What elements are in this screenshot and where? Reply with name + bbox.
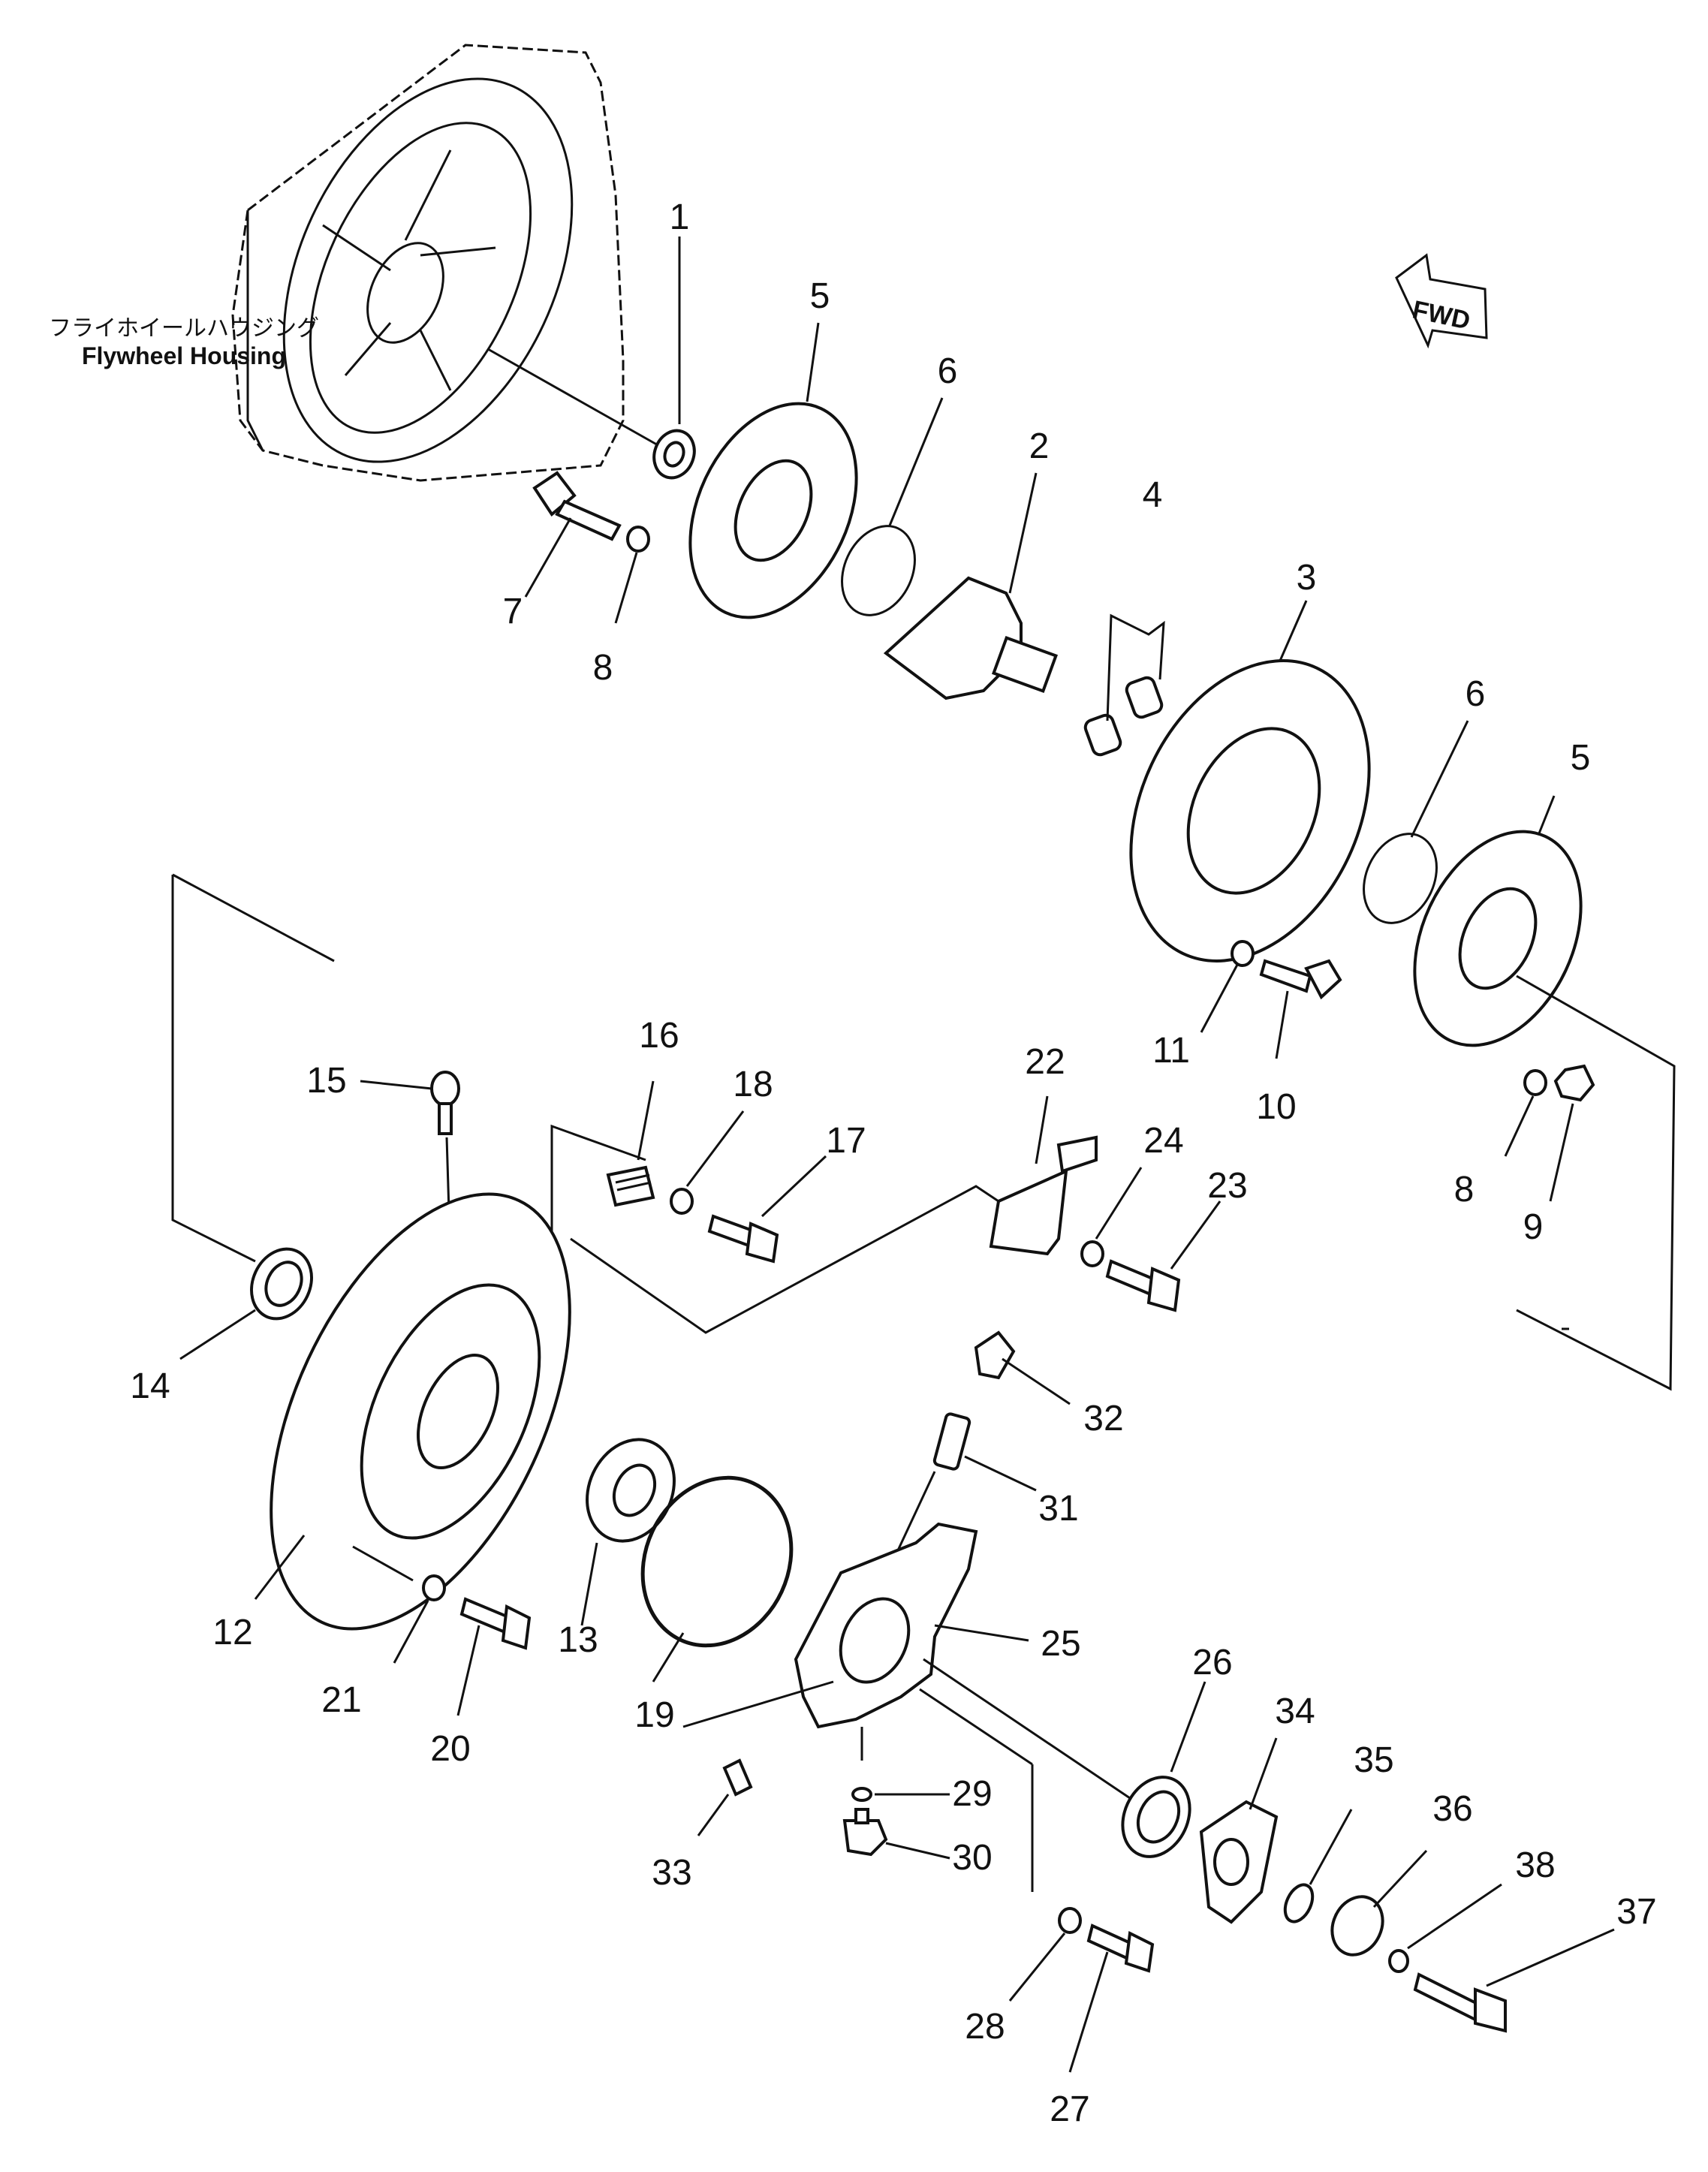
callout-35: 35	[1354, 1740, 1393, 1780]
callout-6: 6	[1466, 674, 1486, 714]
callout-18: 18	[733, 1065, 773, 1104]
callout-29: 29	[952, 1774, 992, 1814]
part-25-pump-body	[794, 1522, 978, 1729]
part-18-washer	[670, 1188, 694, 1215]
callout-38: 38	[1515, 1845, 1555, 1885]
part-21-washer	[422, 1574, 446, 1601]
callout-14: 14	[130, 1366, 170, 1406]
part-15-eye-bolt	[430, 1071, 460, 1135]
part-35-o-ring	[1283, 1883, 1315, 1923]
callout-8: 8	[1454, 1170, 1475, 1210]
part-13-bearing	[586, 1438, 676, 1543]
part-36-cap	[1330, 1895, 1384, 1957]
part-2-coupling	[883, 576, 1059, 700]
part-28-washer	[1058, 1907, 1082, 1934]
callout-20: 20	[430, 1729, 470, 1769]
callout-9: 9	[1523, 1207, 1544, 1247]
callout-11: 11	[1152, 1031, 1190, 1071]
callout-12: 12	[212, 1613, 252, 1652]
flywheel-housing	[231, 44, 625, 482]
callout-33: 33	[652, 1853, 691, 1893]
callout-10: 10	[1256, 1087, 1296, 1127]
callout-19: 19	[634, 1695, 674, 1735]
part-16-shims	[606, 1165, 655, 1207]
callout-17: 17	[826, 1121, 866, 1161]
part-4-pins	[1083, 676, 1164, 757]
part-38-washer	[1388, 1949, 1409, 1973]
part-12-clutch-housing	[270, 1192, 571, 1631]
part-6-ring-right	[1363, 833, 1438, 924]
part-27-bolt	[1086, 1923, 1155, 1973]
housing-label-jp: フライホイールハウジング	[49, 316, 319, 341]
part-29-o-ring	[851, 1787, 872, 1802]
callout-26: 26	[1192, 1643, 1232, 1682]
fwd-arrow: FWD	[1395, 253, 1488, 349]
part-19-o-ring	[640, 1475, 794, 1648]
part-6-ring-upper	[841, 525, 916, 616]
part-20-bolt	[459, 1597, 532, 1650]
part-8-washer-upper	[626, 526, 650, 553]
callout-8: 8	[593, 648, 613, 688]
part-5-plate-right	[1413, 830, 1583, 1047]
callout-7: 7	[503, 592, 523, 631]
part-7-bolt	[532, 471, 622, 541]
part-5-plate-upper	[688, 402, 858, 619]
callout-25: 25	[1041, 1624, 1080, 1664]
callout-21: 21	[321, 1680, 361, 1720]
part-14-bearing	[250, 1247, 313, 1321]
part-1-bearing	[652, 429, 696, 480]
callout-6: 6	[938, 351, 958, 391]
callout-2: 2	[1029, 426, 1050, 466]
callout-5: 5	[810, 276, 830, 316]
part-11-washer	[1231, 940, 1255, 967]
part-33-plug	[722, 1758, 753, 1797]
callout-24: 24	[1143, 1121, 1183, 1161]
callout-4: 4	[1143, 475, 1163, 515]
callout-1: 1	[670, 197, 690, 237]
callout-28: 28	[965, 2007, 1005, 2047]
callout-27: 27	[1050, 2089, 1089, 2129]
callout-16: 16	[639, 1016, 679, 1056]
part-8-washer-right	[1523, 1069, 1547, 1096]
callout-15: 15	[306, 1061, 346, 1101]
part-10-bolt	[1259, 959, 1342, 1000]
part-37-bolt	[1413, 1972, 1507, 2033]
callout-32: 32	[1083, 1399, 1123, 1438]
part-30-drain-plug	[842, 1808, 888, 1857]
part-17-bolt	[707, 1214, 779, 1264]
callout-31: 31	[1038, 1489, 1078, 1529]
callout-37: 37	[1616, 1892, 1656, 1932]
callout-13: 13	[558, 1620, 598, 1660]
part-3-flange	[1129, 659, 1371, 962]
callout-34: 34	[1275, 1692, 1315, 1731]
housing-label-en: Flywheel Housing	[82, 342, 286, 369]
part-22-bracket	[989, 1135, 1098, 1256]
callout-30: 30	[952, 1838, 992, 1878]
callout-3: 3	[1297, 558, 1317, 598]
callout-23: 23	[1207, 1166, 1247, 1206]
part-24-washer	[1080, 1240, 1104, 1267]
part-26-oil-seal	[1121, 1776, 1191, 1858]
part-9-nut	[1553, 1064, 1595, 1102]
callout-22: 22	[1025, 1042, 1065, 1082]
part-23-bolt	[1105, 1259, 1181, 1312]
part-34-gear	[1199, 1800, 1279, 1924]
callout-36: 36	[1432, 1789, 1472, 1829]
part-32-elbow-fitting	[974, 1330, 1016, 1380]
callout-5: 5	[1571, 738, 1591, 778]
part-31-connector	[932, 1412, 971, 1471]
